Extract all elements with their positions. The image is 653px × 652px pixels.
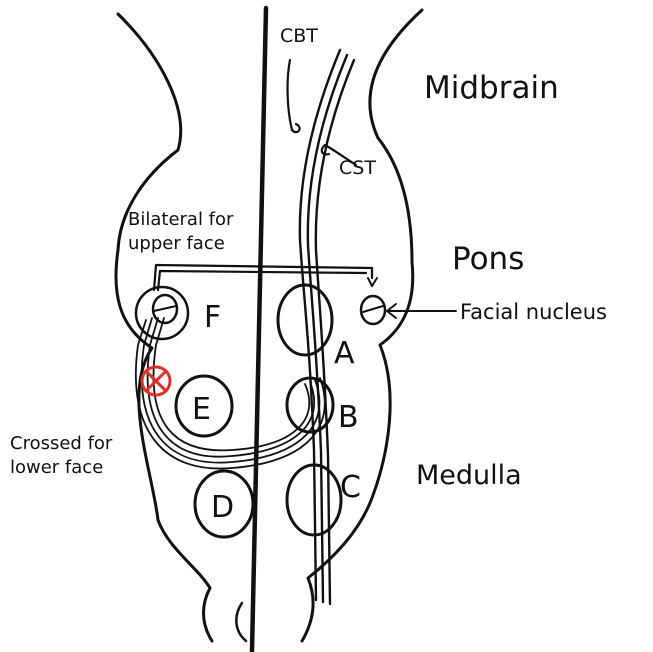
site-d-letter: D — [211, 490, 234, 525]
label-crossed-line2: lower face — [10, 457, 103, 478]
label-crossed-line1: Crossed for — [10, 433, 113, 454]
lesion-cross — [146, 371, 166, 391]
bilateral-line-upper — [154, 265, 372, 290]
site-f-letter: F — [204, 300, 221, 335]
midline — [252, 8, 266, 651]
brainstem-outline-left — [116, 14, 212, 641]
label-bilateral-line2: upper face — [128, 233, 225, 254]
label-bilateral-line1: Bilateral for — [128, 209, 234, 230]
label-pons: Pons — [452, 241, 524, 277]
facial-nucleus-right-bar — [363, 306, 383, 312]
bilateral-projection — [154, 265, 377, 290]
site-a-letter: A — [334, 336, 355, 371]
crossed-fiber-4 — [153, 318, 309, 450]
label-facial-nucleus: Facial nucleus — [460, 300, 607, 324]
facial-nucleus-left-bar — [154, 306, 176, 311]
cbt-pointer — [288, 60, 300, 132]
site-e-letter: E — [192, 392, 211, 427]
crossed-circle-icon — [142, 367, 170, 395]
label-cst: CST — [339, 157, 376, 179]
site-b-letter: B — [338, 400, 359, 435]
site-c-letter: C — [340, 470, 361, 505]
label-cbt: CBT — [280, 25, 318, 47]
descending-tract-bundle — [288, 50, 356, 604]
label-midbrain: Midbrain — [424, 70, 559, 106]
facial-nucleus-arrow — [387, 304, 456, 318]
bilateral-terminal-right — [368, 278, 377, 286]
label-medulla: Medulla — [416, 460, 522, 491]
facial-nucleus-right — [361, 296, 385, 324]
brainstem-base-left — [236, 603, 246, 641]
facial-nucleus-left — [136, 287, 188, 339]
